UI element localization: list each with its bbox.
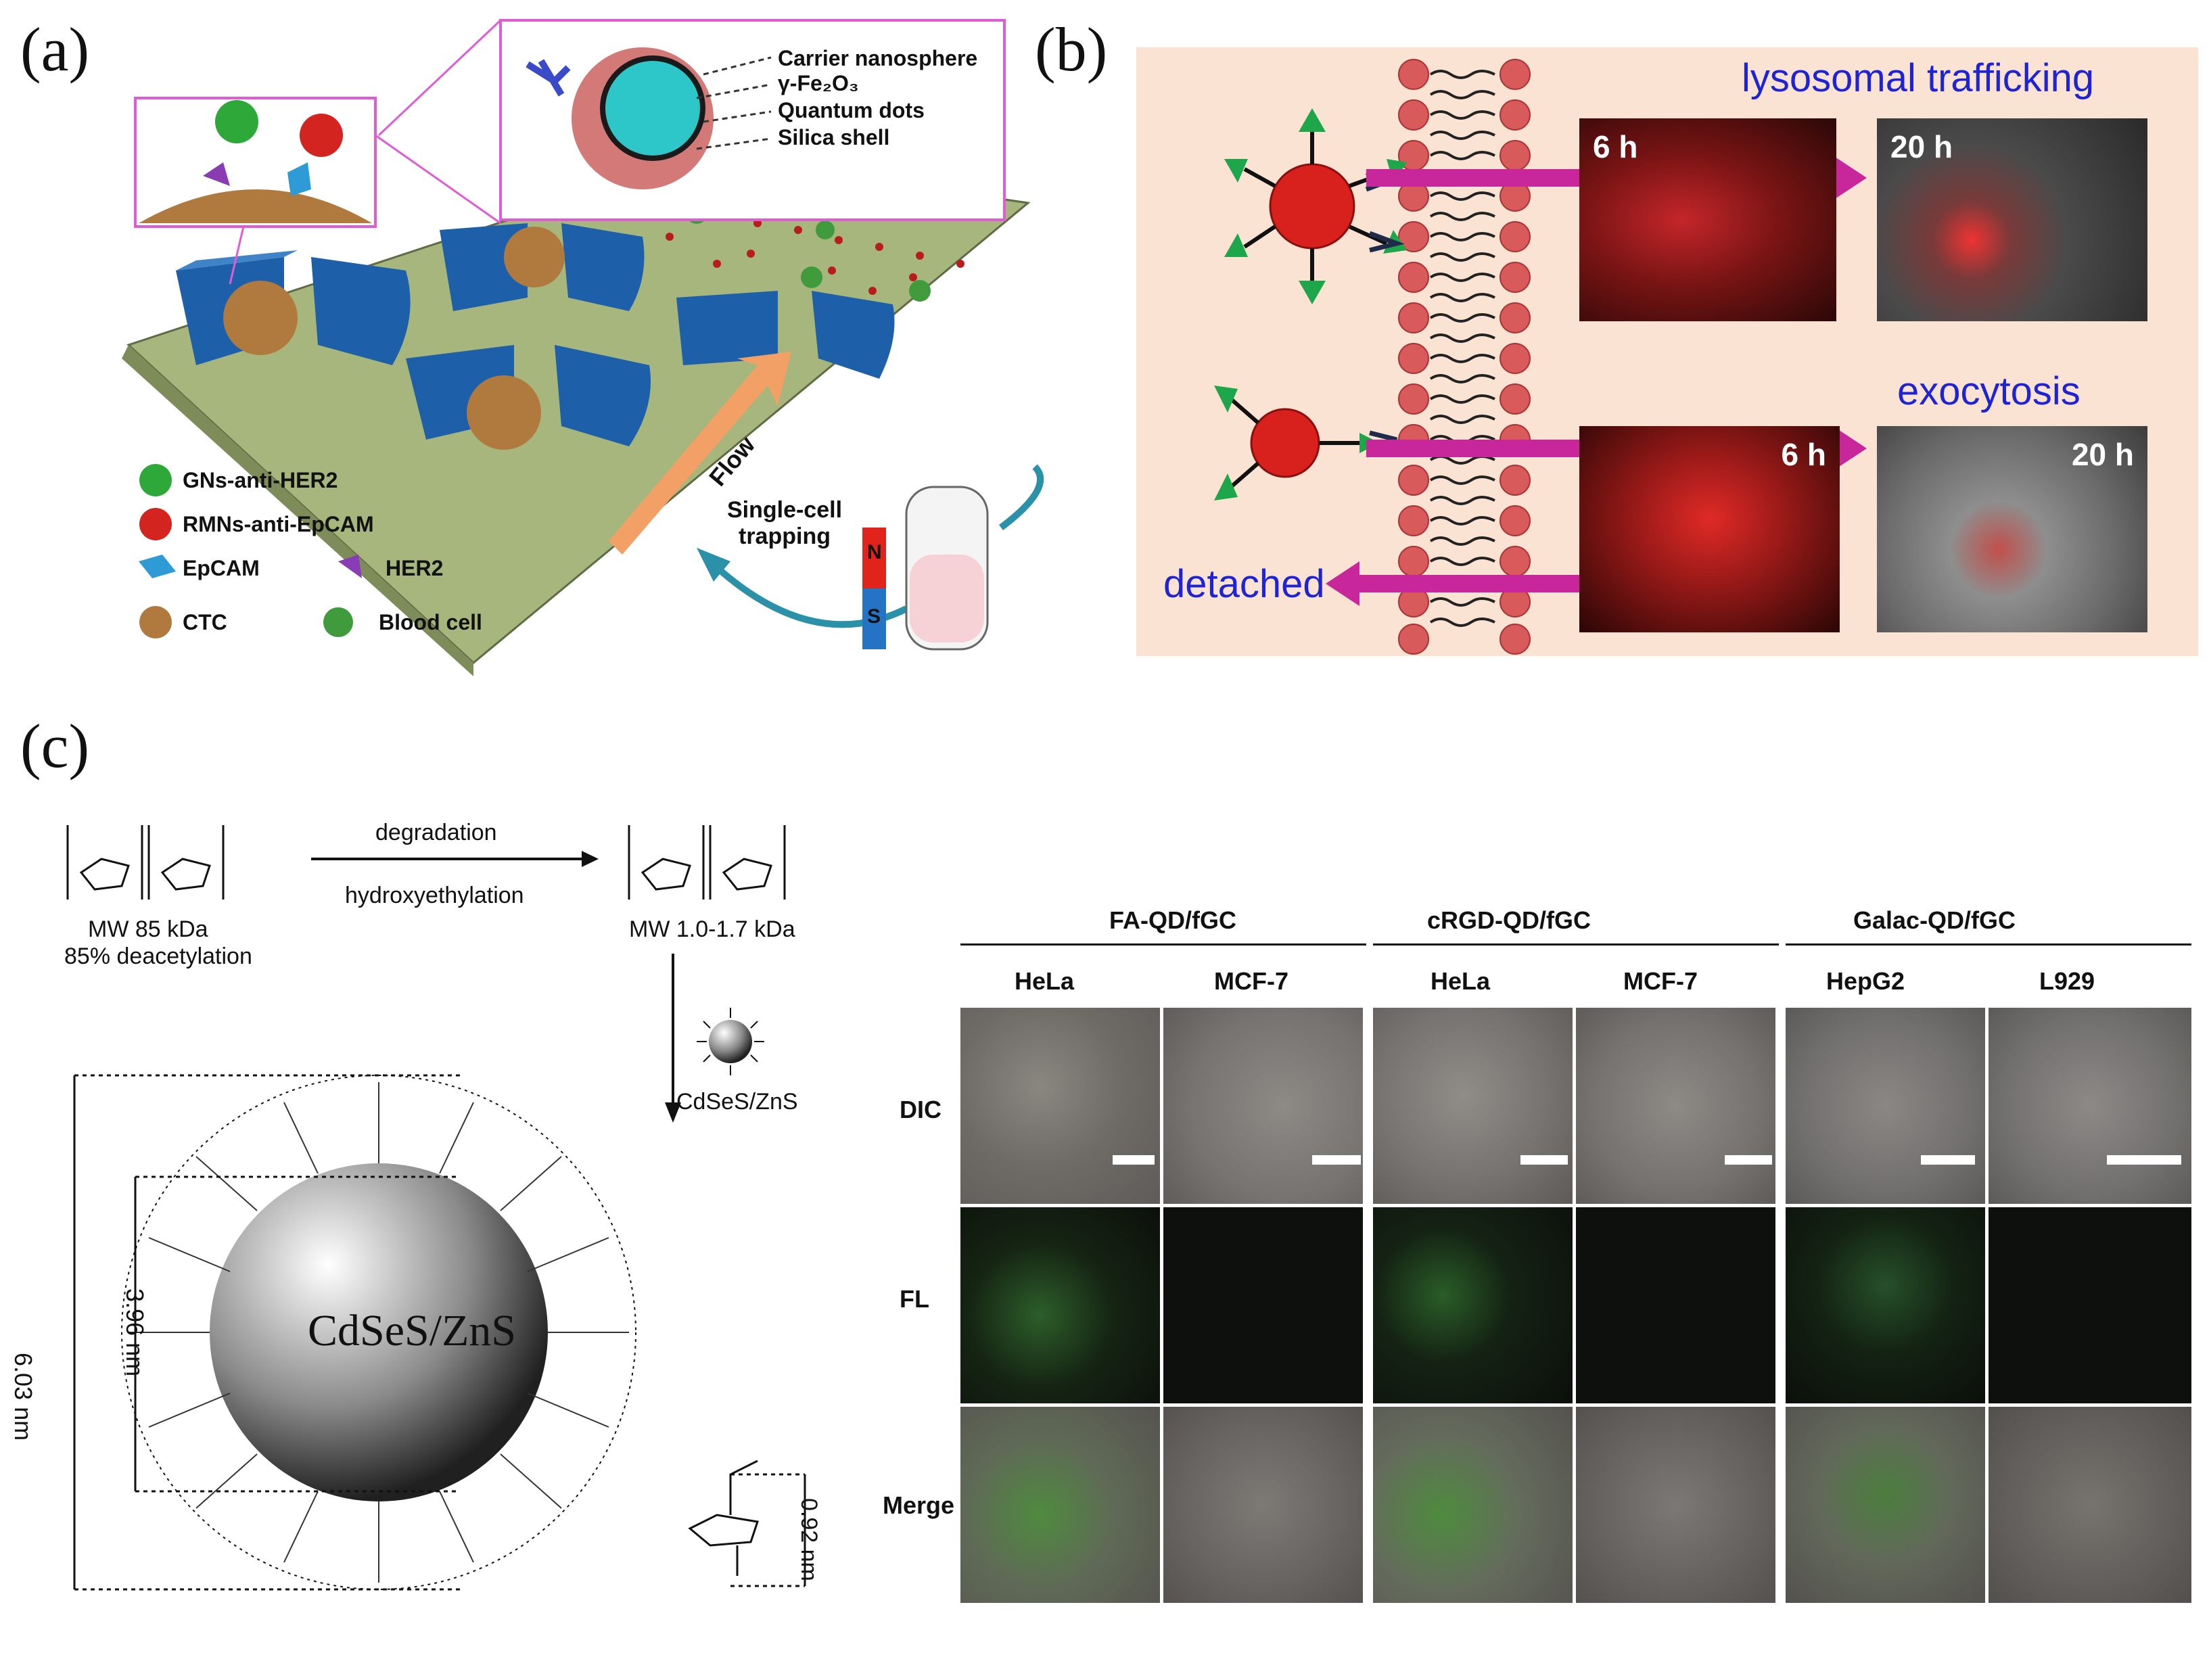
legend-icons <box>139 464 362 638</box>
zoom-label-carrier: Carrier nanosphere <box>778 46 978 70</box>
magnet-n <box>862 528 886 588</box>
micrograph-6h-bottom: 6 h <box>1579 426 1840 632</box>
dic-cell-4 <box>1576 1008 1775 1204</box>
fl-cell-6 <box>1989 1207 2191 1403</box>
shell-chains <box>129 1082 629 1583</box>
unit-structure <box>688 1460 759 1576</box>
label-cdses-small: CdSeS/ZnS <box>676 1089 798 1115</box>
qd-particle-bottom <box>1250 408 1320 478</box>
merge-cell-2 <box>1163 1407 1363 1603</box>
dim-unit: 0.92 nm <box>796 1498 822 1581</box>
col-header-2: MCF-7 <box>1214 967 1288 995</box>
dic-cell-6 <box>1989 1008 2191 1204</box>
label-lysosomal: lysosomal trafficking <box>1742 56 2095 100</box>
micrograph-20h-bottom: 20 h <box>1877 426 2147 632</box>
flow-arrow <box>609 352 791 555</box>
col-header-5: HepG2 <box>1826 967 1905 995</box>
fl-cell-2 <box>1163 1207 1363 1403</box>
fl-cell-5 <box>1786 1207 1985 1403</box>
label-deacetylation: 85% deacetylation <box>64 943 252 969</box>
dim-inner: 3.96 nm <box>121 1288 149 1377</box>
fl-cell-1 <box>960 1207 1160 1403</box>
ctc-cell <box>223 281 298 355</box>
label-hydroxyethylation: hydroxyethylation <box>345 883 524 908</box>
group-header-fa: FA-QD/fGC <box>1109 906 1236 934</box>
small-qd <box>709 1020 752 1063</box>
label-core: CdSeS/ZnS <box>308 1306 517 1355</box>
group-header-galac: Galac-QD/fGC <box>1853 906 2016 934</box>
panel-a-illustration <box>122 19 1044 676</box>
legend-her2: HER2 <box>386 556 444 580</box>
fgc-structure <box>628 825 786 900</box>
dic-cell-3 <box>1373 1008 1573 1204</box>
legend-blood-cell: Blood cell <box>379 610 482 634</box>
dic-cell-1 <box>960 1008 1160 1204</box>
panel-b-label: (b) <box>1035 15 1108 84</box>
row-label-fl: FL <box>900 1285 929 1313</box>
single-cell-label: Single-cell trapping <box>726 497 843 549</box>
dim-outer: 6.03 nm <box>9 1353 37 1441</box>
col-header-4: MCF-7 <box>1623 967 1698 995</box>
fl-cell-4 <box>1576 1207 1775 1403</box>
row-label-dic: DIC <box>900 1096 941 1123</box>
trap-2 <box>440 223 645 311</box>
shell-outline <box>121 1075 636 1590</box>
col-header-3: HeLa <box>1431 967 1491 995</box>
zoom-label-qd: Quantum dots <box>778 98 925 122</box>
zoom-label-silica: Silica shell <box>778 125 890 149</box>
magnet-n-label: N <box>867 541 882 563</box>
label-exocytosis: exocytosis <box>1897 369 2080 413</box>
magnet-s <box>862 588 886 649</box>
group-line-fa <box>960 943 1366 946</box>
row-label-merge: Merge <box>883 1491 955 1519</box>
legend-epcam: EpCAM <box>183 556 260 580</box>
trap-4 <box>676 291 895 379</box>
panel-a-label: (a) <box>20 15 90 84</box>
group-line-crgd <box>1373 943 1779 946</box>
time-20h-top: 20 h <box>1890 129 1953 164</box>
big-qd-core <box>210 1163 548 1501</box>
merge-cell-4 <box>1576 1407 1775 1603</box>
micrograph-6h-top: 6 h <box>1579 118 1836 321</box>
dic-cell-2 <box>1163 1008 1363 1204</box>
group-header-crgd: cRGD-QD/fGC <box>1427 906 1591 934</box>
label-mw-left: MW 85 kDa <box>88 916 208 942</box>
label-detached: detached <box>1163 562 1325 606</box>
merge-cell-3 <box>1373 1407 1573 1603</box>
legend-gns: GNs-anti-HER2 <box>183 468 338 492</box>
dic-cell-5 <box>1786 1008 1985 1204</box>
lipid-membrane <box>1398 47 1531 656</box>
legend-rmns: RMNs-anti-EpCAM <box>183 512 374 536</box>
label-mw-right: MW 1.0-1.7 kDa <box>629 916 795 942</box>
magnet-s-label: S <box>867 605 881 628</box>
merge-cell-6 <box>1989 1407 2191 1603</box>
fl-cell-3 <box>1373 1207 1573 1403</box>
merge-cell-5 <box>1786 1407 1985 1603</box>
label-degradation: degradation <box>375 820 497 845</box>
merge-cell-1 <box>960 1407 1160 1603</box>
col-header-1: HeLa <box>1015 967 1075 995</box>
legend-ctc: CTC <box>183 610 227 634</box>
panel-c-label: (c) <box>20 711 90 780</box>
col-header-6: L929 <box>2039 967 2095 995</box>
chitosan-structure <box>66 825 225 900</box>
time-6h-top: 6 h <box>1593 129 1638 164</box>
zoom-label-fe2o3: γ-Fe₂O₃ <box>778 71 859 95</box>
micrograph-20h-top: 20 h <box>1877 118 2147 321</box>
panel-c-chemistry <box>66 825 806 1591</box>
group-line-galac <box>1786 943 2191 946</box>
time-6h-bottom: 6 h <box>1781 437 1826 472</box>
time-20h-bottom: 20 h <box>2071 437 2134 472</box>
qd-particle-top <box>1269 163 1355 250</box>
